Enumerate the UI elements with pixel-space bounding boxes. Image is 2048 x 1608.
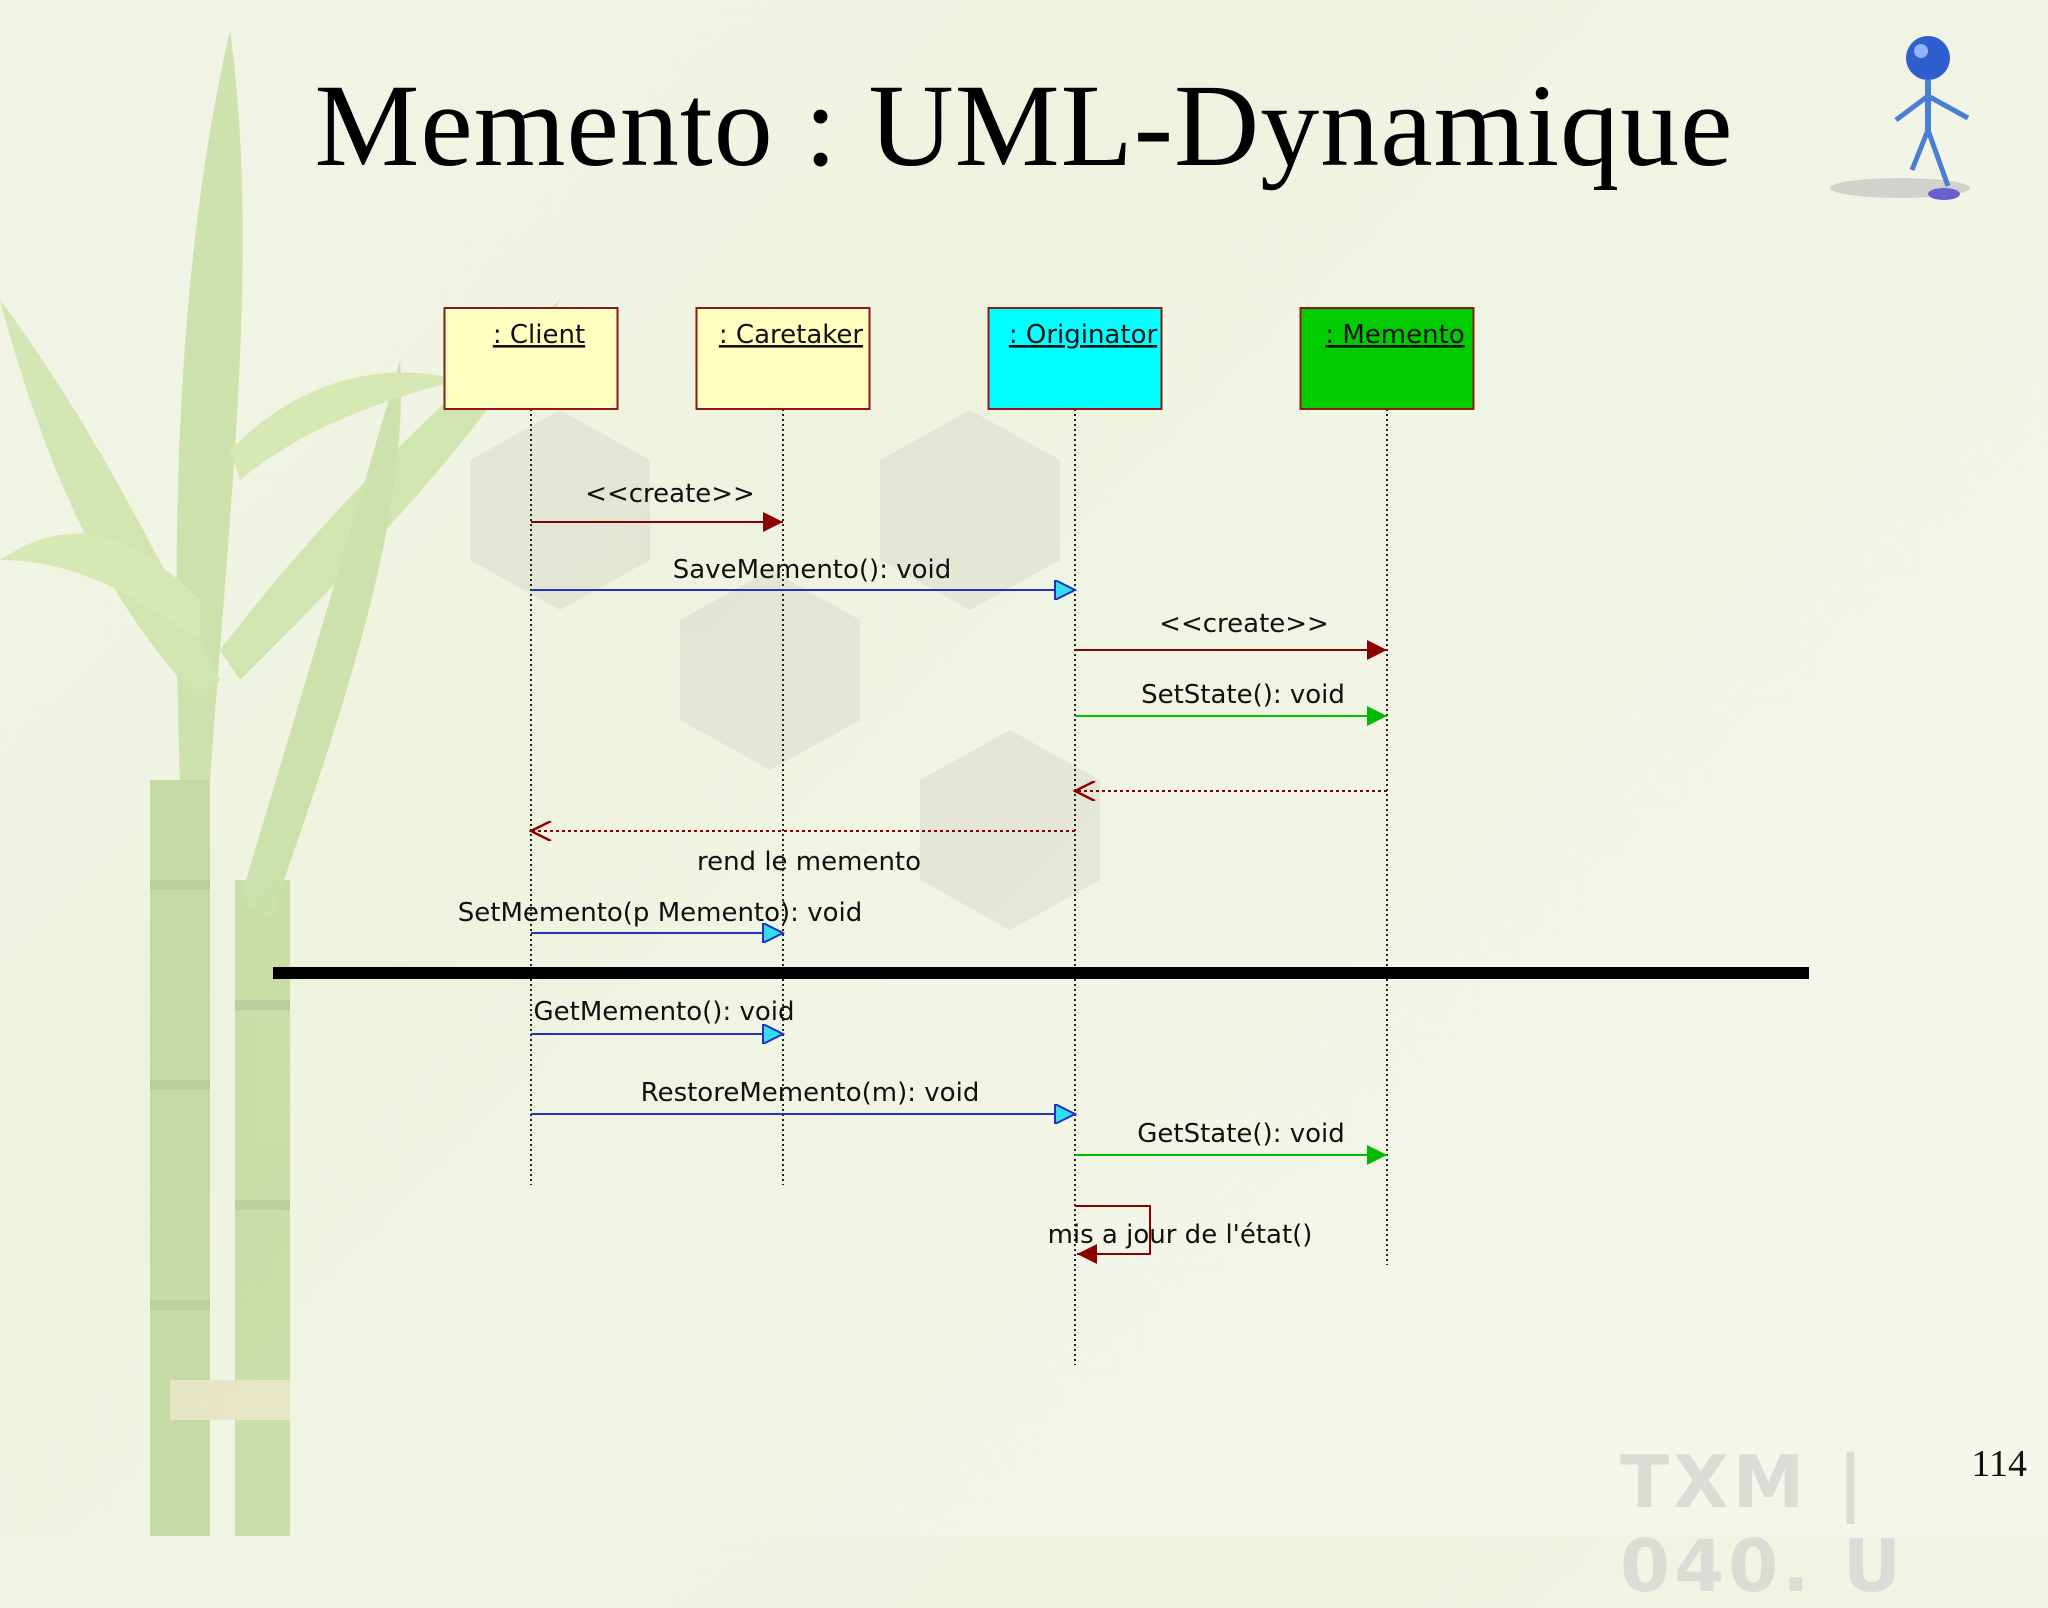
object-box <box>1299 307 1475 410</box>
message-10[interactable]: GetState(): void <box>1075 1119 1387 1165</box>
bamboo-stalk <box>150 780 210 1536</box>
message-label: <<create>> <box>1159 609 1329 639</box>
object-box <box>987 307 1163 410</box>
object-label: : Memento <box>1325 320 1464 350</box>
message-1[interactable]: <<create>> <box>531 479 783 532</box>
slide: Memento : UML-Dynamique TXM | 040. U 114 <box>0 30 2027 1608</box>
object-box <box>443 307 619 410</box>
message-label: SetMemento(p Memento): void <box>458 898 862 928</box>
slide-title: Memento : UML-Dynamique <box>314 60 1734 191</box>
message-11[interactable]: mis a jour de l'état() <box>1048 1205 1313 1264</box>
message-7[interactable]: SetMemento(p Memento): void <box>458 898 862 933</box>
message-9[interactable]: RestoreMemento(m): void <box>531 1078 1075 1114</box>
message-8[interactable]: GetMemento(): void <box>531 997 795 1034</box>
message-label: RestoreMemento(m): void <box>641 1078 980 1108</box>
message-label: GetMemento(): void <box>533 997 794 1027</box>
bamboo-stalk <box>235 880 290 1536</box>
object-box <box>695 307 871 410</box>
message-3[interactable]: <<create>> <box>1075 609 1387 660</box>
robot-figure-icon <box>1830 36 1970 200</box>
object-client[interactable]: : Client <box>443 307 619 410</box>
object-originator[interactable]: : Originator <box>987 307 1163 410</box>
message-label: <<create>> <box>585 479 755 509</box>
object-memento[interactable]: : Memento <box>1299 307 1475 410</box>
message-arrow <box>1075 1205 1151 1264</box>
separator-line <box>273 967 1809 979</box>
message-4[interactable]: SetState(): void <box>1075 680 1387 726</box>
message-2[interactable]: SaveMemento(): void <box>531 555 1075 590</box>
message-6[interactable]: rend le memento <box>531 831 1075 877</box>
object-caretaker[interactable]: : Caretaker <box>695 307 871 410</box>
bamboo-background <box>0 30 1100 1536</box>
object-label: : Caretaker <box>719 320 863 350</box>
message-label: rend le memento <box>697 847 921 877</box>
message-label: SaveMemento(): void <box>673 555 951 585</box>
object-label: : Client <box>493 320 585 350</box>
message-label: GetState(): void <box>1137 1119 1345 1149</box>
page-number: 114 <box>1971 1443 2027 1485</box>
object-label: : Originator <box>1009 320 1158 350</box>
sequence-diagram: : Client : Caretaker : Originator : Memento… <box>273 307 1809 1365</box>
message-label: SetState(): void <box>1141 680 1345 710</box>
message-label: mis a jour de l'état() <box>1048 1220 1313 1250</box>
